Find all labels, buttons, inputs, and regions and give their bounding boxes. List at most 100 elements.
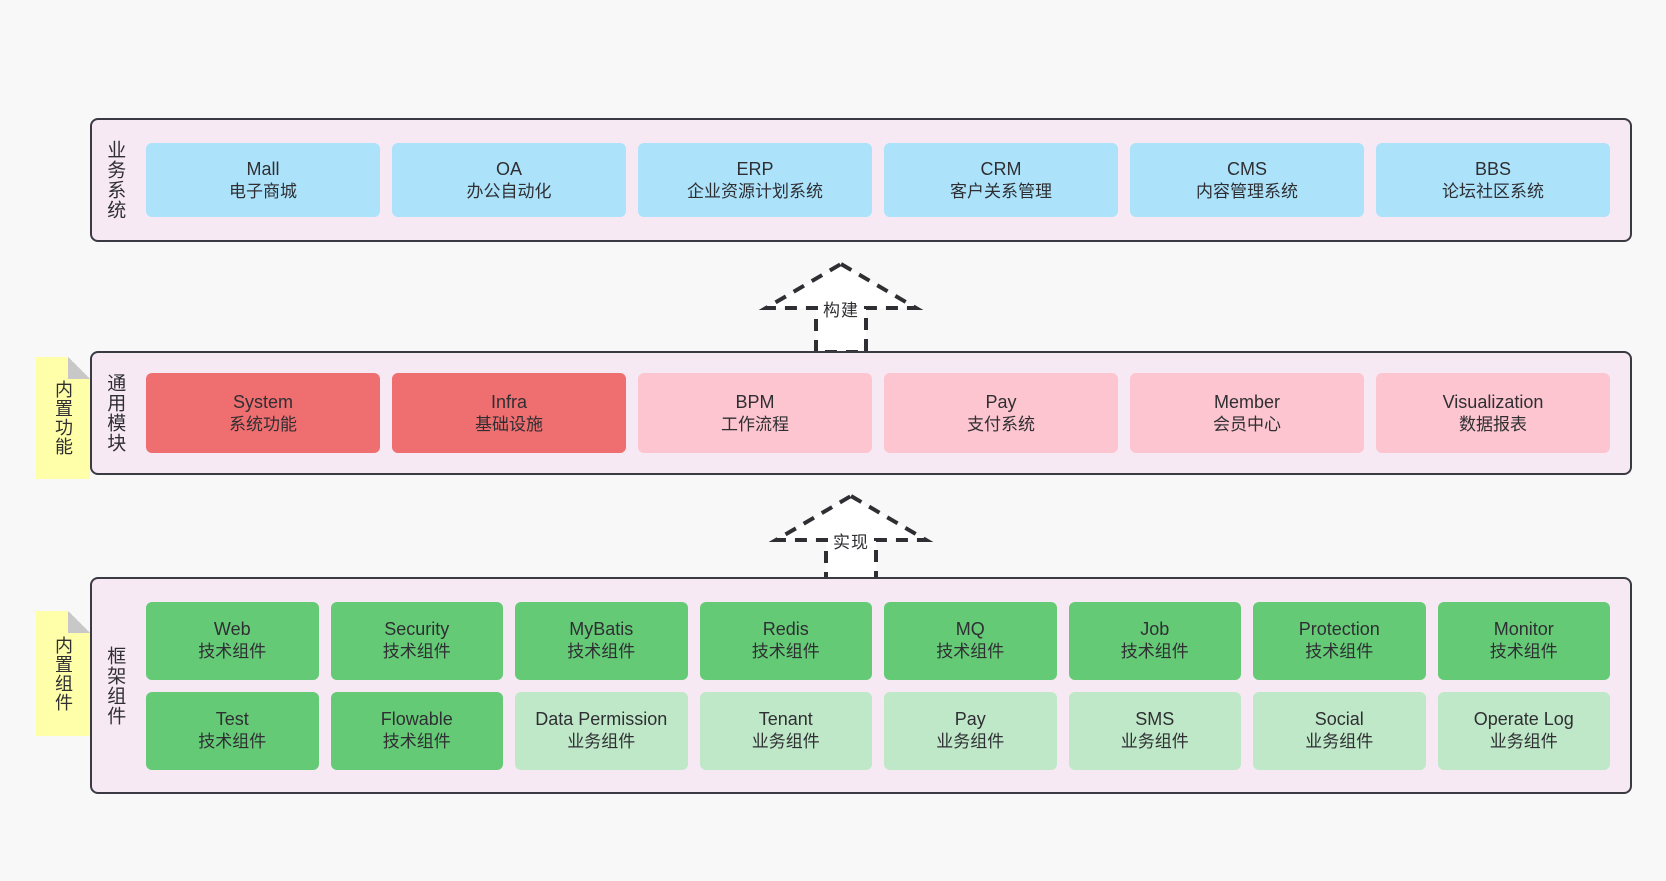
generalization-arrow-icon [758,261,924,354]
node-bbs[interactable]: BBS 论坛社区系统 [1376,143,1610,217]
node-title-cn: 业务组件 [751,732,820,752]
node-title-en: OA [495,158,522,179]
node-title-cn: 技术组件 [198,732,267,752]
node-title-cn: 支付系统 [967,414,1035,434]
node-oa[interactable]: OA 办公自动化 [392,143,626,217]
node-bpm[interactable]: BPM 工作流程 [638,373,872,453]
node-title-en: Member [1213,391,1280,412]
node-cell: CRM 客户关系管理 [878,143,1124,217]
node-operate-log[interactable]: Operate Log 业务组件 [1437,691,1610,770]
node-title-en: Tenant [758,709,813,730]
node-title-en: CMS [1227,158,1267,179]
node-title-cn: 业务组件 [936,732,1005,752]
node-sms[interactable]: SMS 业务组件 [1068,691,1241,770]
node-title-cn: 技术组件 [198,642,267,662]
layer-body-framework: Web 技术组件 Security 技术组件 MyBatis 技术组件 [136,579,1630,792]
node-title-en: CRM [980,158,1022,179]
generalization-arrow-icon [768,493,934,586]
layer-title-common: 通用模块 [104,373,126,453]
sticky-note-text: 内置功能 [53,380,73,456]
node-title-en: Web [213,619,251,640]
node-cms[interactable]: CMS 内容管理系统 [1130,143,1364,217]
node-crm[interactable]: CRM 客户关系管理 [884,143,1118,217]
node-title-en: Operate Log [1473,709,1574,730]
node-cell: Mall 电子商城 [140,143,386,217]
node-flowable[interactable]: Flowable 技术组件 [330,691,503,770]
node-title-en: SMS [1135,709,1175,730]
node-data-permission[interactable]: Data Permission 业务组件 [515,691,688,770]
node-title-en: Monitor [1493,619,1554,640]
node-cell: Infra 基础设施 [386,373,632,453]
node-title-cn: 技术组件 [751,642,820,662]
node-mq[interactable]: MQ 技术组件 [884,601,1057,680]
node-cell: Redis 技术组件 [694,601,879,680]
node-cell: Test 技术组件 [140,691,325,770]
node-title-en: MyBatis [569,619,634,640]
node-title-cn: 技术组件 [382,642,451,662]
node-title-cn: 系统功能 [229,414,297,434]
node-title-cn: 技术组件 [382,732,451,752]
node-erp[interactable]: ERP 企业资源计划系统 [638,143,872,217]
node-web[interactable]: Web 技术组件 [146,601,319,680]
node-title-en: BPM [735,391,775,412]
node-monitor[interactable]: Monitor 技术组件 [1437,601,1610,680]
node-tenant[interactable]: Tenant 业务组件 [699,691,872,770]
node-cell: Job 技术组件 [1063,601,1248,680]
layer-title-framework: 框架组件 [104,645,126,726]
node-mall[interactable]: Mall 电子商城 [146,143,380,217]
framework-row-tech: Web 技术组件 Security 技术组件 MyBatis 技术组件 [140,601,1616,680]
connector-build: 构建 [756,256,926,356]
node-pay[interactable]: Pay 支付系统 [884,373,1118,453]
node-title-cn: 电子商城 [229,181,297,201]
node-title-en: Redis [762,619,809,640]
sticky-note-builtin-features: 内置功能 [36,357,90,479]
node-title-en: BBS [1474,158,1512,179]
node-cell: ERP 企业资源计划系统 [632,143,878,217]
node-cell: Protection 技术组件 [1247,601,1432,680]
node-infra[interactable]: Infra 基础设施 [392,373,626,453]
node-member[interactable]: Member 会员中心 [1130,373,1364,453]
node-cell: Member 会员中心 [1124,373,1370,453]
node-title-cn: 会员中心 [1213,414,1281,434]
node-title-cn: 论坛社区系统 [1442,181,1544,201]
node-cell: Tenant 业务组件 [694,691,879,770]
node-visualization[interactable]: Visualization 数据报表 [1376,373,1610,453]
node-title-cn: 工作流程 [721,414,789,434]
node-cell: OA 办公自动化 [386,143,632,217]
node-title-cn: 基础设施 [475,414,543,434]
node-protection[interactable]: Protection 技术组件 [1253,601,1426,680]
node-title-cn: 业务组件 [1305,732,1374,752]
node-title-en: Security [384,619,450,640]
node-test[interactable]: Test 技术组件 [146,691,319,770]
node-title-en: ERP [736,158,774,179]
connector-label: 实现 [833,533,869,552]
node-title-en: Pay [985,391,1017,412]
node-mybatis[interactable]: MyBatis 技术组件 [515,601,688,680]
node-cell: Security 技术组件 [325,601,510,680]
node-cell: Social 业务组件 [1247,691,1432,770]
framework-row-business: Test 技术组件 Flowable 技术组件 Data Permission … [140,691,1617,770]
node-title-en: Job [1140,619,1170,640]
node-title-cn: 客户关系管理 [950,181,1052,201]
node-system[interactable]: System 系统功能 [146,373,380,453]
layer-body-business: Mall 电子商城 OA 办公自动化 ERP 企业资源计划系统 CRM [136,120,1630,240]
node-title-en: Data Permission [535,709,668,730]
node-title-en: Protection [1298,619,1380,640]
node-cell: Pay 业务组件 [878,691,1063,770]
node-cell: Web 技术组件 [140,601,325,680]
node-cell: Pay 支付系统 [878,373,1124,453]
node-pay-component[interactable]: Pay 业务组件 [884,691,1057,770]
node-cell: Operate Log 业务组件 [1432,691,1617,770]
node-cell: System 系统功能 [140,373,386,453]
layer-common-modules: 通用模块 System 系统功能 Infra 基础设施 BPM 工作流程 [90,351,1632,475]
node-title-cn: 技术组件 [1120,642,1189,662]
node-redis[interactable]: Redis 技术组件 [699,601,872,680]
node-cell: SMS 业务组件 [1063,691,1248,770]
node-security[interactable]: Security 技术组件 [330,601,503,680]
node-title-en: Flowable [380,709,453,730]
node-social[interactable]: Social 业务组件 [1253,691,1426,770]
node-job[interactable]: Job 技术组件 [1068,601,1241,680]
node-title-cn: 业务组件 [567,732,636,752]
layer-framework-components: 框架组件 Web 技术组件 Security 技术组件 [90,577,1632,794]
